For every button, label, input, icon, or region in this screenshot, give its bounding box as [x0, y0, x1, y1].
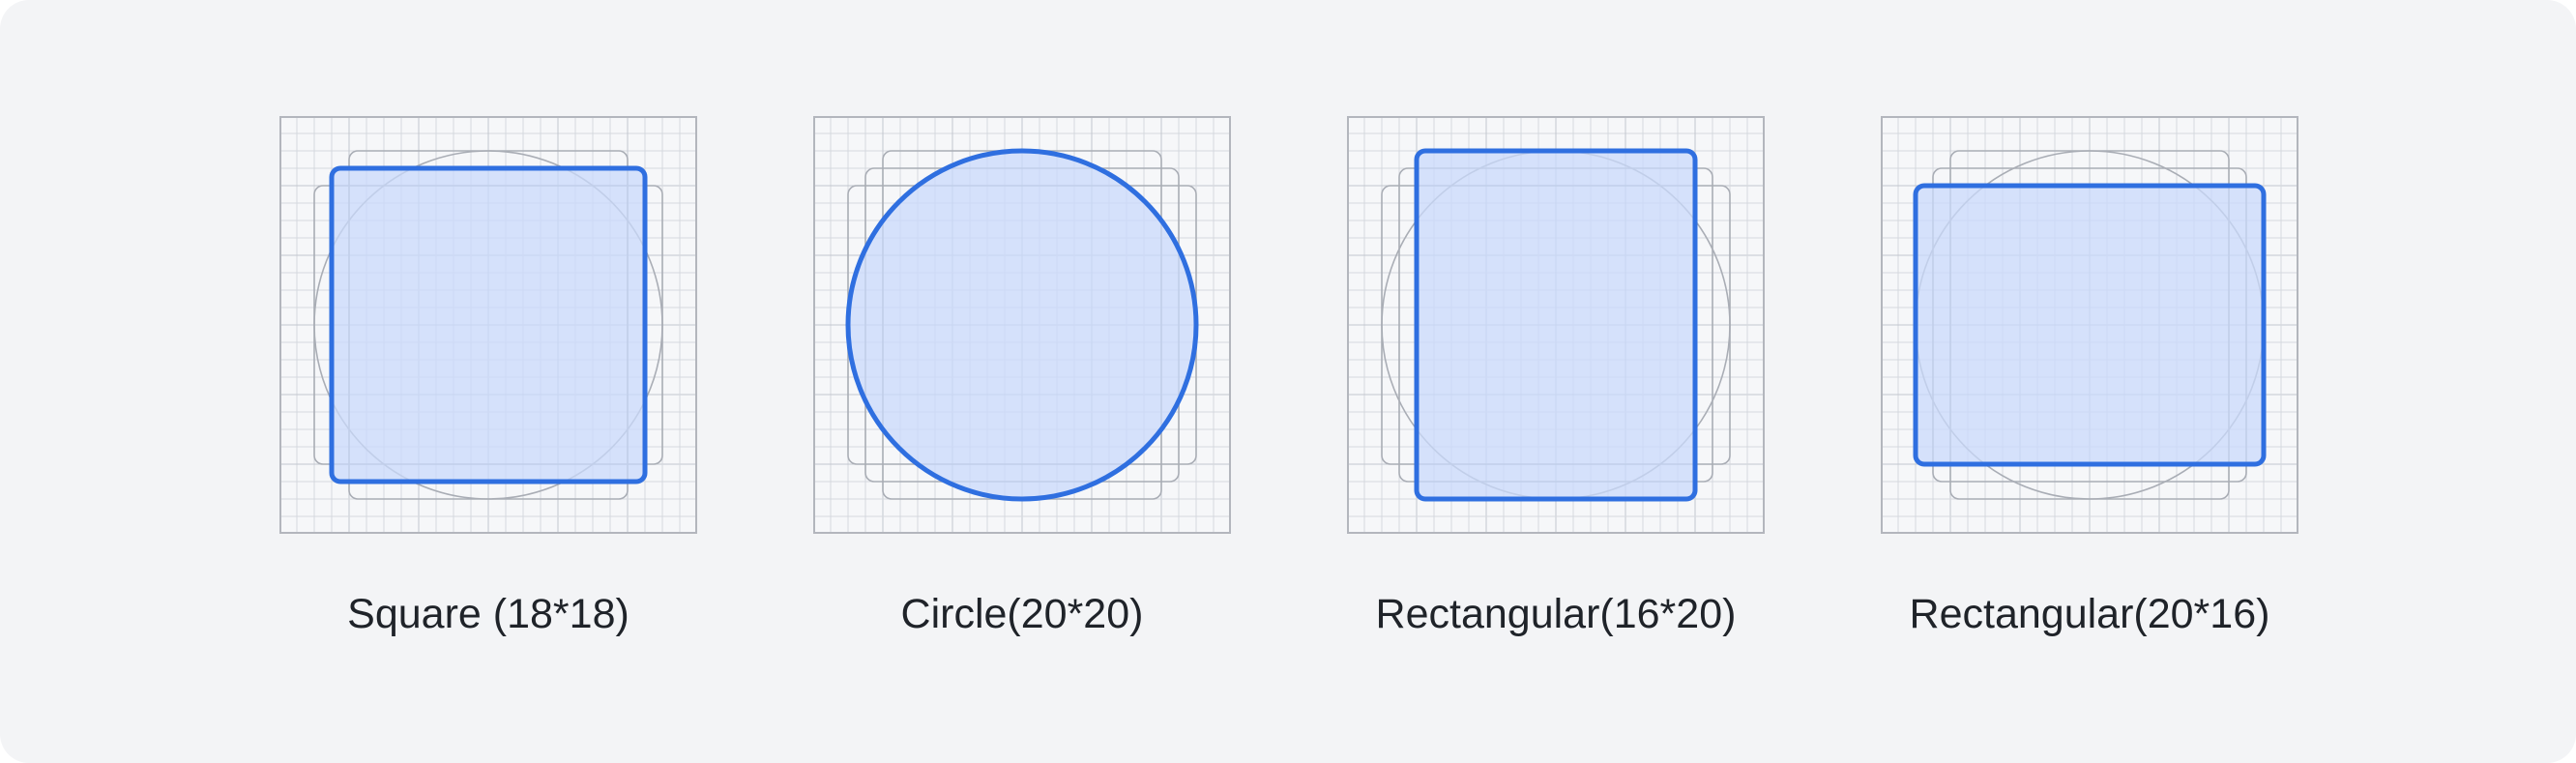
highlight-circle: [845, 148, 1199, 502]
caption-portrait-rectangle: Rectangular(16*20): [1375, 591, 1737, 637]
square-keyline-figure: [279, 116, 697, 534]
keyline-grid-circle: [813, 116, 1231, 534]
highlight-rectangle: [1913, 183, 2267, 467]
circle-keyline-figure: [813, 116, 1231, 534]
keyline-grid-landscape-rectangle: [1881, 116, 2298, 534]
grid-frame: [279, 116, 697, 534]
grid-frame: [1881, 116, 2298, 534]
keyline-grid-portrait-rectangle: [1347, 116, 1765, 534]
highlight-rectangle: [1414, 148, 1698, 502]
portrait-rectangle-keyline-figure: [1347, 116, 1765, 534]
caption-landscape-rectangle: Rectangular(20*16): [1909, 591, 2270, 637]
caption-circle: Circle(20*20): [900, 591, 1144, 637]
highlight-square: [329, 165, 648, 484]
grid-frame: [813, 116, 1231, 534]
grid-frame: [1347, 116, 1765, 534]
keyline-grid-square: [279, 116, 697, 534]
caption-square: Square (18*18): [347, 591, 629, 637]
landscape-rectangle-keyline-figure: [1881, 116, 2298, 534]
